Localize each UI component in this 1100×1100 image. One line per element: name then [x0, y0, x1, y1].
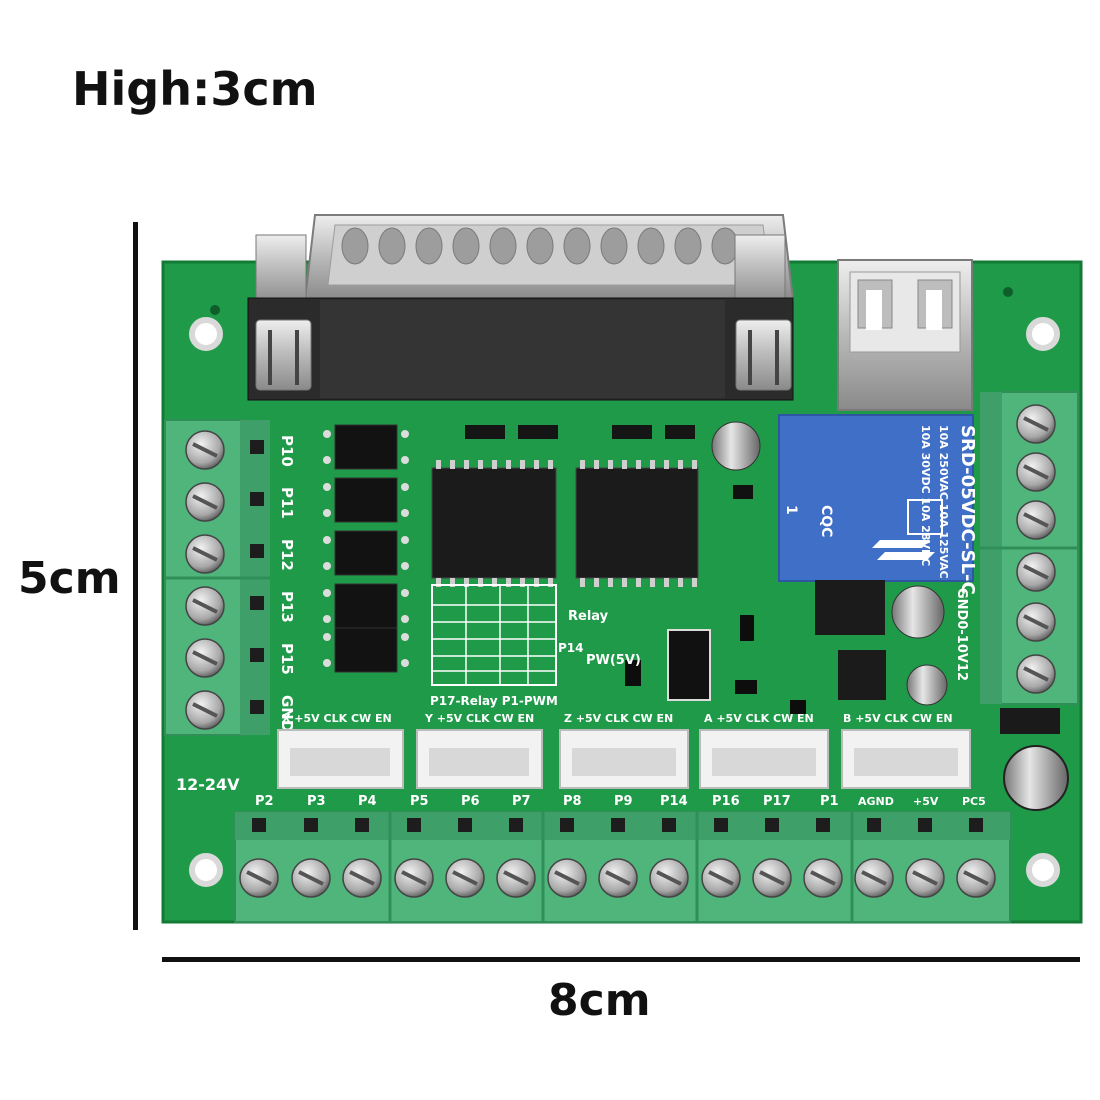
relay-mark-1: 1 [783, 505, 799, 515]
length-dimension-label: 5cm [18, 553, 121, 604]
svg-text:P6: P6 [461, 794, 480, 809]
svg-text:P3: P3 [307, 794, 326, 809]
small-components: Relay PW(5V) P17-Relay P1-PWM [430, 485, 886, 714]
left-label-p11: P11 [278, 487, 296, 519]
relay-model-text: SRD-05VDC-SL-C [957, 425, 978, 595]
axis-config-table: P14 [431, 584, 584, 686]
svg-text:P7: P7 [512, 794, 531, 809]
usb-port [837, 259, 973, 411]
axis-header-labels: X +5V CLK CW EN Y +5V CLK CW EN Z +5V CL… [282, 712, 953, 725]
axis-b-label: B +5V CLK CW EN [843, 712, 953, 725]
motor-connectors [277, 729, 971, 789]
svg-text:P16: P16 [712, 794, 740, 809]
left-label-p12: P12 [278, 539, 296, 571]
bottom-terminal-block [234, 811, 1011, 923]
bottom-terminal-labels: P2 P3 P4 P5 P6 P7 P8 P9 P14 P16 P17 P1 A… [255, 794, 986, 809]
relay-mark-cqc: CQC [818, 505, 834, 537]
mounting-holes [189, 287, 1060, 887]
left-label-gnd: GND [278, 695, 296, 732]
width-dimension-label: 8cm [548, 975, 651, 1026]
svg-text:P9: P9 [614, 794, 633, 809]
p14-label: P14 [558, 641, 584, 655]
svg-text:P5: P5 [410, 794, 429, 809]
driver-ic-chips [431, 425, 699, 587]
relay-rating-dc: 10A 30VDC 10A 28VDC [919, 425, 932, 566]
left-terminal-labels: P10 P11 P12 P13 P15 GND [278, 435, 296, 732]
relay: SRD-05VDC-SL-C 10A 250VAC 10A 125VAC 10A… [778, 414, 978, 595]
relay-indicator-label: Relay [568, 609, 609, 624]
svg-text:P17: P17 [763, 794, 791, 809]
electrolytic-capacitors [711, 421, 1069, 811]
axis-x-label: X +5V CLK CW EN [282, 712, 392, 725]
power-input-label: 12-24V [176, 775, 240, 794]
left-label-p10: P10 [278, 435, 296, 467]
vertical-dimension-line [133, 222, 138, 930]
axis-z-label: Z +5V CLK CW EN [564, 712, 673, 725]
relay-rating-ac: 10A 250VAC 10A 125VAC [937, 425, 950, 579]
pwm-label: PW(5V) [586, 653, 641, 668]
left-label-p13: P13 [278, 591, 296, 623]
p17-relay-label: P17-Relay P1-PWM [430, 694, 558, 708]
horizontal-dimension-line [162, 957, 1080, 962]
svg-text:P1: P1 [820, 794, 839, 809]
svg-text:P14: P14 [660, 794, 688, 809]
right-terminal-block: GND0-10V12 [954, 391, 1079, 705]
right-terminal-label: GND0-10V12 [954, 588, 969, 681]
axis-a-label: A +5V CLK CW EN [704, 712, 814, 725]
left-label-p15: P15 [278, 643, 296, 675]
left-terminal-block [164, 419, 270, 736]
height-label: High:3cm [72, 62, 318, 116]
svg-text:AGND: AGND [858, 795, 894, 808]
svg-text:PC5: PC5 [962, 795, 986, 808]
svg-text:P2: P2 [255, 794, 274, 809]
db25-connector [247, 214, 795, 401]
svg-text:+5V: +5V [913, 795, 939, 808]
svg-text:P8: P8 [563, 794, 582, 809]
svg-text:P4: P4 [358, 794, 377, 809]
axis-y-label: Y +5V CLK CW EN [424, 712, 534, 725]
optocoupler-array [323, 424, 409, 673]
